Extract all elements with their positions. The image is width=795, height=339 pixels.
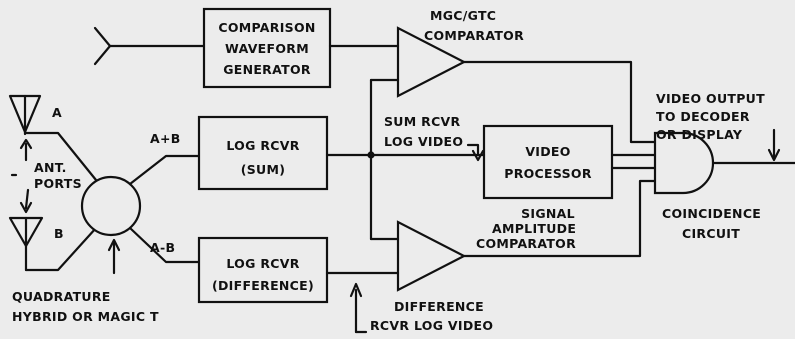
mgc-label-1: MGC/GTC bbox=[430, 8, 496, 23]
waveform-line-3: GENERATOR bbox=[223, 62, 311, 77]
log-rcvr-diff-box bbox=[197, 236, 329, 304]
signal-amplitude-comparator bbox=[396, 220, 467, 292]
hybrid-label-1: QUADRATURE bbox=[12, 289, 111, 304]
video-processor-line-2: PROCESSOR bbox=[504, 166, 592, 181]
signal-amp-label-2: AMPLITUDE bbox=[492, 221, 576, 236]
waveform-line-1: COMPARISON bbox=[218, 20, 315, 35]
signal-amp-label-1: SIGNAL bbox=[521, 206, 575, 221]
ant-ports-label-1: ANT. bbox=[34, 160, 67, 175]
video-output-label-2: TO DECODER bbox=[656, 109, 750, 124]
sum-video-label-1: SUM RCVR bbox=[384, 114, 461, 129]
video-output-label-1: VIDEO OUTPUT bbox=[656, 91, 765, 106]
antenna-b-icon bbox=[8, 216, 44, 272]
diff-video-label-1: DIFFERENCE bbox=[394, 299, 484, 314]
sum-video-label-2: LOG VIDEO bbox=[384, 134, 463, 149]
coincidence-and-gate bbox=[653, 131, 715, 195]
a-plus-b-label: A+B bbox=[150, 131, 181, 146]
antenna-a-wire bbox=[23, 131, 98, 182]
antenna-b-wire bbox=[24, 226, 98, 272]
waveform-line-2: WAVEFORM bbox=[225, 41, 309, 56]
antenna-b-label: B bbox=[54, 226, 64, 241]
diff-box-line-2: (DIFFERENCE) bbox=[212, 278, 314, 293]
a-minus-b-label: A-B bbox=[150, 240, 175, 255]
ant-ports-label-2: PORTS bbox=[34, 176, 82, 191]
mgc-gtc-comparator bbox=[396, 26, 467, 98]
diff-path-wire bbox=[128, 226, 201, 264]
ant-ports-arrows bbox=[10, 138, 33, 214]
mgc-label-2: COMPARATOR bbox=[424, 28, 524, 43]
hybrid-circle bbox=[80, 175, 142, 237]
diff-box-line-1: LOG RCVR bbox=[226, 256, 299, 271]
log-rcvr-sum-box bbox=[197, 115, 329, 191]
sum-box-line-2: (SUM) bbox=[241, 162, 286, 177]
coincidence-label-1: COINCIDENCE bbox=[662, 206, 761, 221]
sum-path-wire bbox=[128, 154, 201, 186]
video-processor-box bbox=[482, 124, 614, 200]
sum-box-line-1: LOG RCVR bbox=[226, 138, 299, 153]
hybrid-label-2: HYBRID OR MAGIC T bbox=[12, 309, 159, 324]
video-output-label-3: OR DISPLAY bbox=[656, 127, 743, 142]
antenna-a-icon bbox=[8, 94, 42, 136]
antenna-a-label: A bbox=[52, 105, 62, 120]
video-processor-line-1: VIDEO bbox=[525, 144, 570, 159]
signal-amp-label-3: COMPARATOR bbox=[476, 236, 576, 251]
diff-video-label-2: RCVR LOG VIDEO bbox=[370, 318, 493, 333]
waveform-input-icon bbox=[93, 26, 112, 66]
coincidence-label-2: CIRCUIT bbox=[682, 226, 740, 241]
waveform-generator-box bbox=[202, 7, 332, 89]
